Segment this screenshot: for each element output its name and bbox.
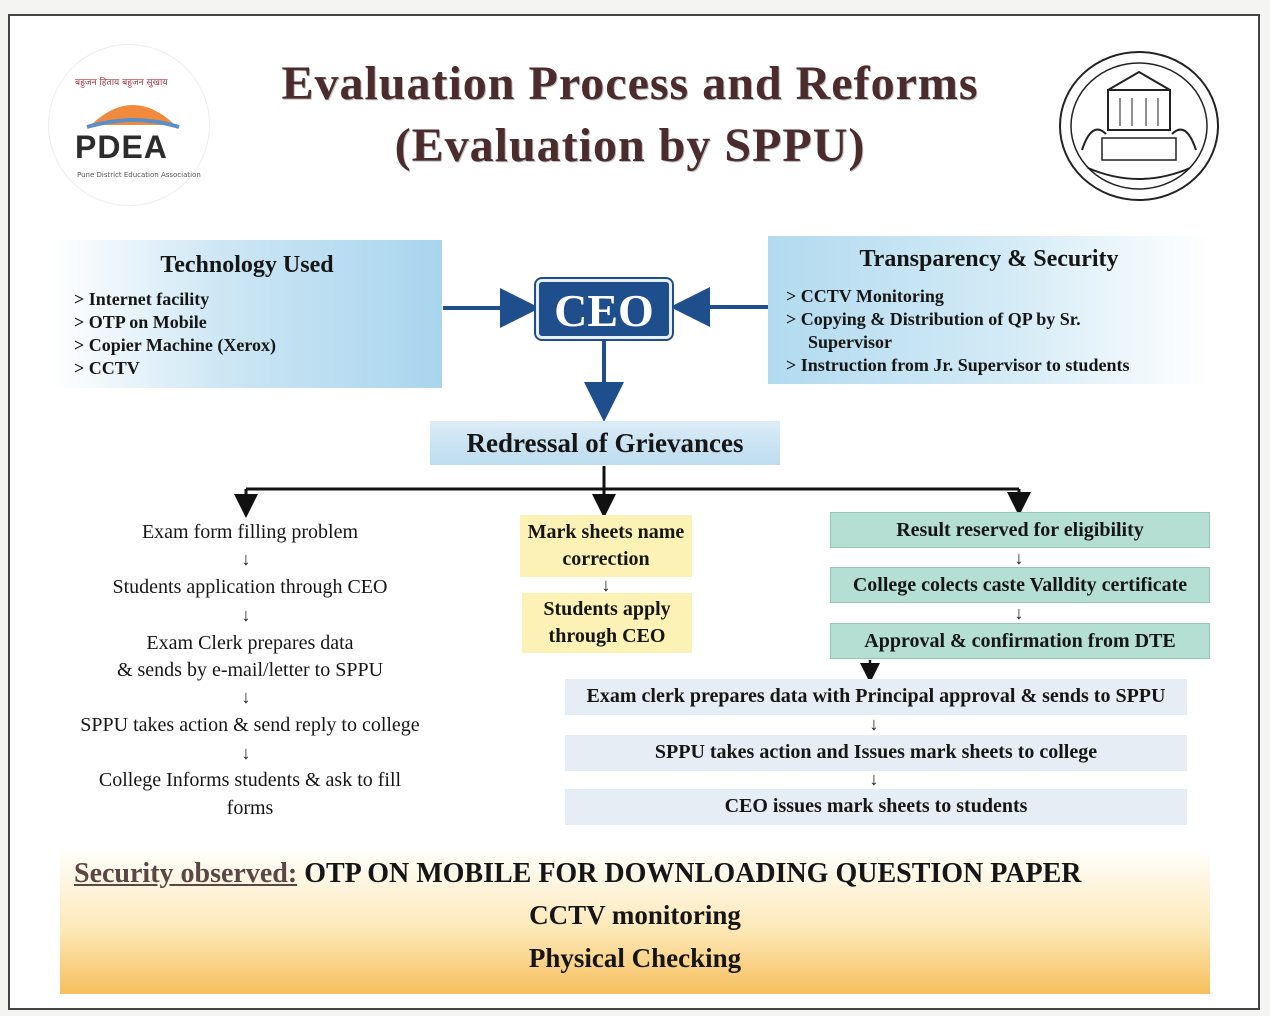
left-step: SPPU takes action & send reply to colleg…	[80, 714, 420, 736]
security-item: > CCTV Monitoring	[786, 286, 944, 306]
down-arrow-icon: ↓	[1014, 603, 1024, 623]
security-observed-label: Security observed:	[74, 858, 298, 889]
university-seal-icon	[1059, 51, 1219, 201]
middle-box-line: Mark sheets name	[527, 521, 685, 543]
pdea-name: PDEA	[75, 129, 168, 165]
middle-box-line: through CEO	[548, 625, 666, 647]
right-step-sppu-issues: SPPU takes action and Issues mark sheets…	[565, 735, 1187, 771]
down-arrow-icon: ↓	[241, 687, 251, 707]
security-panel: Transparency & Security > CCTV Monitorin…	[768, 236, 1210, 384]
security-item: > Instruction from Jr. Supervisor to stu…	[786, 355, 1130, 375]
footer-line1-row: Security observed: OTP ON MOBILE FOR DOW…	[74, 858, 1082, 890]
middle-box-line: Students apply	[543, 598, 671, 620]
down-arrow-icon: ↓	[869, 769, 879, 789]
security-observed-panel: Security observed: OTP ON MOBILE FOR DOW…	[60, 848, 1210, 994]
right-step-clerk-prepares: Exam clerk prepares data with Principal …	[565, 679, 1187, 715]
down-arrow-icon: ↓	[869, 714, 879, 734]
left-step: Exam Clerk prepares data	[146, 632, 354, 654]
students-apply-box: Students apply through CEO	[522, 593, 692, 653]
security-item: > Copying & Distribution of QP by Sr.	[786, 309, 1081, 329]
right-step-dte-approval: Approval & confirmation from DTE	[830, 623, 1210, 659]
down-arrow-icon: ↓	[1014, 548, 1024, 568]
technology-title: Technology Used	[160, 252, 334, 278]
pdea-logo: बहुजन हिताय बहुजन सुखाय PDEA Pune Distri…	[48, 44, 210, 206]
right-step-caste-validity: College colects caste Valldity certifica…	[830, 567, 1210, 603]
left-step: Exam form filling problem	[141, 521, 359, 543]
down-arrow-icon: ↓	[601, 575, 611, 595]
left-step: & sends by e-mail/letter to SPPU	[116, 659, 384, 681]
left-step: College Informs students & ask to fill	[98, 769, 402, 791]
pdea-subtitle: Pune District Education Association	[77, 171, 201, 179]
technology-item: > Copier Machine (Xerox)	[74, 335, 277, 355]
footer-line1: OTP ON MOBILE FOR DOWNLOADING QUESTION P…	[304, 858, 1082, 889]
footer-line3: Physical Checking	[528, 943, 742, 973]
down-arrow-icon: ↓	[241, 549, 251, 569]
technology-panel: Technology Used > Internet facility > OT…	[52, 240, 442, 388]
page-title-line2: (Evaluation by SPPU)	[394, 119, 866, 172]
pdea-tagline: बहुजन हिताय बहुजन सुखाय	[75, 78, 168, 88]
technology-item: > Internet facility	[74, 289, 210, 309]
mark-sheets-correction-box: Mark sheets name correction	[520, 515, 692, 577]
middle-box-line: correction	[562, 548, 650, 570]
down-arrow-icon: ↓	[241, 605, 251, 625]
pdea-emblem-icon	[86, 105, 180, 129]
security-title: Transparency & Security	[859, 246, 1119, 272]
security-item: Supervisor	[808, 332, 893, 352]
page-title-line1: Evaluation Process and Reforms	[281, 57, 979, 110]
ceo-box: CEO	[534, 277, 674, 341]
right-step-ceo-issues: CEO issues mark sheets to students	[565, 789, 1187, 825]
down-arrow-icon: ↓	[241, 743, 251, 763]
technology-item: > OTP on Mobile	[74, 312, 207, 332]
redressal-box: Redressal of Grievances	[430, 421, 780, 465]
left-step: forms	[226, 797, 274, 819]
footer-line2: CCTV monitoring	[529, 900, 741, 930]
right-step-eligibility: Result reserved for eligibility	[830, 512, 1210, 548]
left-step: Students application through CEO	[112, 576, 388, 598]
technology-item: > CCTV	[74, 358, 140, 378]
